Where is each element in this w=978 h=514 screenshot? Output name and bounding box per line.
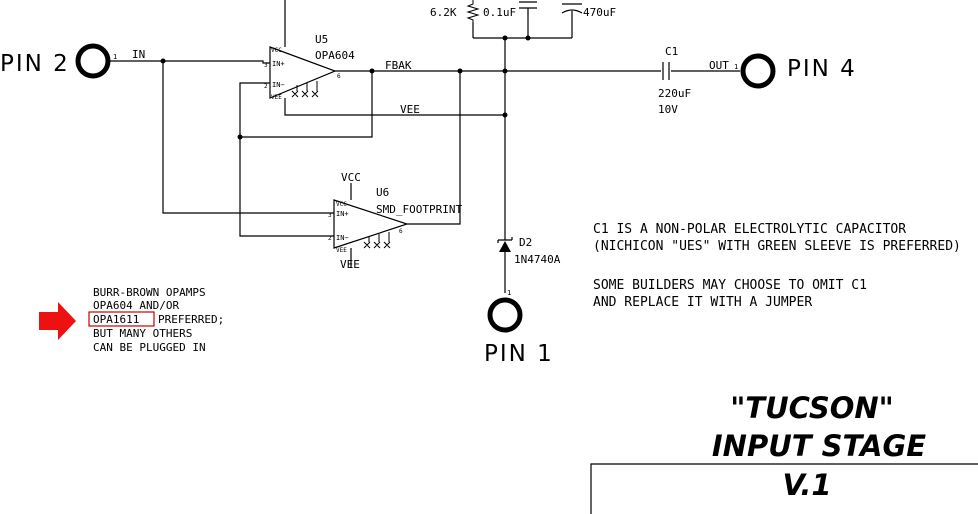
- c1-value: 220uF: [658, 87, 691, 100]
- net-in-label: IN: [132, 48, 145, 61]
- title-line-2: INPUT STAGE: [712, 429, 926, 463]
- u5-ref: U5: [315, 33, 328, 46]
- junction-vee: [502, 112, 508, 118]
- u6-ref: U6: [376, 186, 389, 199]
- highlight-box: [88, 311, 155, 327]
- u5-pin6: 6: [337, 73, 341, 80]
- cap-note-line-2: (NICHICON "UES" WITH GREEN SLEEVE IS PRE…: [593, 239, 961, 254]
- omit-note-line-2: AND REPLACE IT WITH A JUMPER: [593, 295, 812, 310]
- diode-d2: D2 1N4740A: [497, 236, 561, 266]
- pin2-label: PIN 2: [0, 51, 70, 77]
- u6-nc-pins-icon: [363, 241, 391, 249]
- u6-in-plus: IN+: [336, 210, 349, 218]
- title-frame: [590, 463, 978, 514]
- wires: [110, 0, 740, 293]
- c1-ref: C1: [665, 45, 678, 58]
- top-parts: 6.2K 0.1uF 470uF: [430, 0, 616, 22]
- u5-in-plus: IN+: [272, 60, 285, 68]
- resistor-icon: [466, 0, 480, 22]
- u5-value: OPA604: [315, 49, 355, 62]
- cap-note-line-1: C1 IS A NON-POLAR ELECTROLYTIC CAPACITOR: [593, 222, 906, 237]
- pin4-connector: [740, 53, 776, 89]
- d2-ref: D2: [519, 236, 532, 249]
- junction-fbak: [457, 68, 463, 74]
- d2-value: 1N4740A: [514, 253, 561, 266]
- pin2-number: 1: [113, 53, 117, 61]
- note-preferred: PREFERRED;: [158, 313, 224, 326]
- note-line-2: OPA604 AND/OR: [93, 299, 179, 312]
- junction-rail-2: [525, 35, 531, 41]
- net-vee-label: VEE: [400, 103, 420, 116]
- pin4-label: PIN 4: [787, 56, 857, 82]
- junction-fb: [237, 134, 243, 140]
- u5-nc-pins-icon: [291, 90, 319, 98]
- u5-in-minus: IN−: [272, 81, 285, 89]
- u6-vee-pin: VEE: [336, 247, 347, 254]
- u6-pin3: 3: [328, 212, 332, 219]
- title-block: "TUCSON" INPUT STAGE V.1: [590, 391, 978, 514]
- capacitor-c1: C1 220uF 10V: [658, 45, 691, 116]
- u5-pin3: 3: [264, 62, 268, 69]
- junction-rail-1: [502, 35, 508, 41]
- out-pin-number: 1: [734, 63, 738, 71]
- u6-vcc-pin: VCC: [336, 201, 347, 208]
- u6-vee-net: VEE: [340, 258, 360, 271]
- omit-note-line-1: SOME BUILDERS MAY CHOOSE TO OMIT C1: [593, 278, 867, 293]
- u6-pin2: 2: [328, 235, 332, 242]
- pin1-label: PIN 1: [484, 341, 554, 367]
- opamp-u6-triangle-icon: [333, 199, 409, 249]
- net-out-label: OUT: [709, 59, 729, 72]
- u6-pin6: 6: [399, 228, 403, 235]
- capacitor-c1-icon: [662, 62, 670, 80]
- u6-vcc-net: VCC: [341, 171, 361, 184]
- note-line-4: BUT MANY OTHERS: [93, 327, 192, 340]
- resistor-value: 6.2K: [430, 6, 457, 19]
- opamp-note: BURR-BROWN OPAMPS OPA604 AND/OR OPA1611 …: [39, 286, 224, 354]
- junction-in: [160, 58, 166, 64]
- capacitor-small-value: 0.1uF: [483, 6, 516, 19]
- zener-diode-icon: [499, 241, 511, 252]
- junction-u5-out: [369, 68, 375, 74]
- u5-pin2: 2: [264, 83, 268, 90]
- u6-value: SMD_FOOTPRINT: [376, 203, 462, 216]
- note-line-5: CAN BE PLUGGED IN: [93, 341, 206, 354]
- opamp-u6: VCC U6 SMD_FOOTPRINT VCC IN+ IN− VEE VEE…: [328, 171, 462, 271]
- u5-vee-pin: VEE: [271, 94, 282, 101]
- junction-dots: [160, 35, 531, 140]
- title-line-1: "TUCSON": [730, 391, 894, 425]
- pin1-connector: [487, 297, 523, 333]
- note-line-1: BURR-BROWN OPAMPS: [93, 286, 206, 299]
- u6-in-minus: IN−: [336, 234, 349, 242]
- u5-vcc-pin: VCC: [271, 47, 282, 54]
- junction-bus-fbak: [502, 68, 508, 74]
- opamp-u5-triangle-icon: [269, 46, 337, 99]
- c1-voltage: 10V: [658, 103, 678, 116]
- red-arrow-icon: [39, 302, 76, 340]
- note-part-highlight: OPA1611: [93, 313, 139, 326]
- pin1-number: 1: [507, 289, 511, 297]
- capacitor-big-value: 470uF: [583, 6, 616, 19]
- opamp-u5: U5 OPA604 VCC IN+ IN− VEE 3 2 6: [264, 33, 355, 101]
- capacitor-note: C1 IS A NON-POLAR ELECTROLYTIC CAPACITOR…: [593, 222, 961, 310]
- net-fbak-label: FBAK: [385, 59, 412, 72]
- pin2-connector: [75, 43, 111, 79]
- version-label: V.1: [782, 468, 831, 502]
